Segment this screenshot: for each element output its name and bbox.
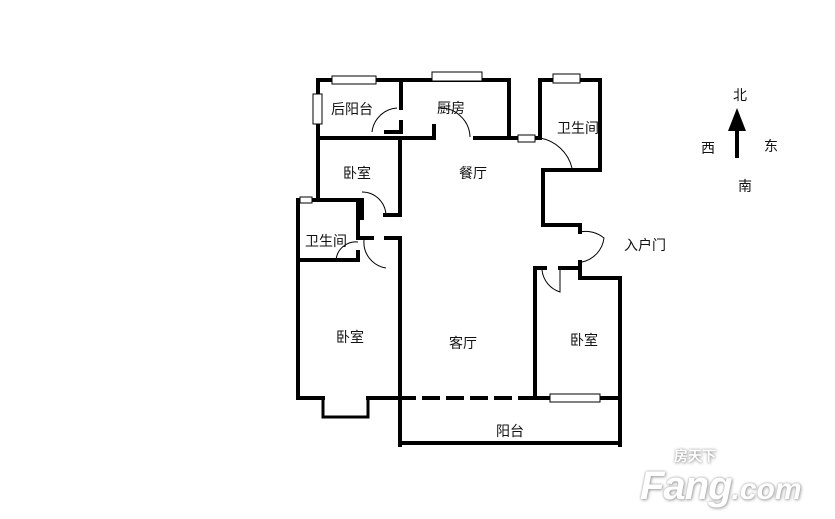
room-label-bedroom: 卧室 [336,330,364,346]
door-swing [335,241,359,261]
compass-east: 东 [764,139,778,155]
room-label-bathroom: 卫生间 [305,234,347,250]
compass-south: 南 [738,179,752,195]
compass-west: 西 [701,141,715,157]
room-label-rear-balcony: 后阳台 [331,102,373,118]
door-swing [361,191,387,217]
room-label-dining: 餐厅 [459,166,487,182]
entrance-label: 入户门 [624,238,666,254]
room-label-bathroom: 卫生间 [557,121,599,137]
window [331,75,377,85]
door-swing [437,107,471,138]
watermark-domain: .com [731,473,802,506]
watermark-logo: 房天下 Fang.com [640,449,802,508]
door-swing [371,107,398,133]
room-label-balcony: 阳台 [496,424,524,440]
watermark-chinese: 房天下 [674,448,716,464]
entrance-door-swing [579,230,605,263]
window [517,134,536,143]
compass-north: 北 [733,88,747,104]
window [549,393,601,403]
window [312,93,323,125]
north-arrow-icon [728,108,746,158]
room-label-bedroom: 卧室 [343,166,371,182]
door-swing [363,239,387,269]
window [552,73,581,84]
door-swing [541,269,561,293]
room-label-living: 客厅 [449,336,477,352]
window [431,71,483,82]
room-label-kitchen: 厨房 [437,101,465,117]
window [299,196,313,204]
watermark-brand: Fang [640,464,733,508]
door-swing [539,137,573,169]
room-label-bedroom: 卧室 [570,333,598,349]
